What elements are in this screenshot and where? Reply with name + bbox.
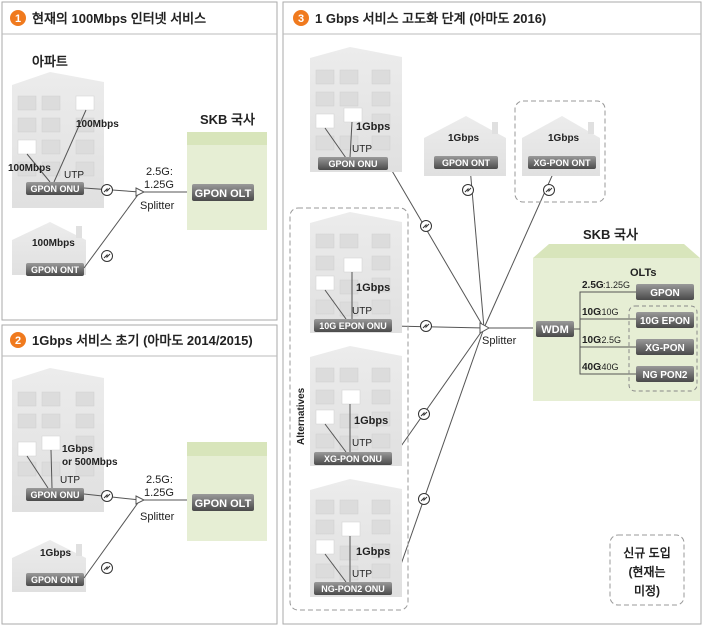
svg-text:or 500Mbps: or 500Mbps xyxy=(62,457,118,468)
svg-text:2.5G: 2.5G xyxy=(582,280,604,291)
svg-text:1Gbps: 1Gbps xyxy=(356,546,390,558)
p2-skb-central-office: GPON OLT xyxy=(187,442,267,541)
svg-text:1.25G: 1.25G xyxy=(144,487,174,499)
svg-text:1Gbps: 1Gbps xyxy=(40,548,72,559)
p3-olt-gpon: GPON xyxy=(650,288,679,299)
alternatives-box xyxy=(289,207,409,611)
panel-1-title: 1 현재의 100Mbps 인터넷 서비스 xyxy=(10,10,206,26)
p3-new-adoption-box-olt xyxy=(628,305,698,392)
svg-text:OLTs: OLTs xyxy=(630,267,656,279)
p3-building-xgpon: XG-PON ONU xyxy=(310,346,402,466)
p3-ngpon2-onu: NG-PON2 ONU xyxy=(321,584,385,594)
p3-fiber-icons xyxy=(418,184,555,505)
panel-3-title: 3 1 Gbps 서비스 고도화 단계 (아마도 2016) xyxy=(293,10,546,26)
svg-text:Splitter: Splitter xyxy=(140,511,175,523)
svg-text:미정): 미정) xyxy=(634,583,660,598)
svg-text:1Gbps: 1Gbps xyxy=(354,415,388,427)
p1-gpon-onu: GPON ONU xyxy=(30,184,79,194)
p2-gpon-ont: GPON ONT xyxy=(31,575,80,585)
svg-text:10G: 10G xyxy=(582,335,601,346)
svg-text:UTP: UTP xyxy=(352,144,372,155)
p3-olt-xgpon: XG-PON xyxy=(645,343,684,354)
svg-text:현재의 100Mbps 인터넷 서비스: 현재의 100Mbps 인터넷 서비스 xyxy=(32,11,206,26)
svg-text:Splitter: Splitter xyxy=(482,335,517,347)
svg-text:1Gbps: 1Gbps xyxy=(62,444,94,455)
p2-splitter xyxy=(135,495,146,505)
p3-building-gpon: GPON ONU xyxy=(310,47,402,172)
p3-olt-10g-epon: 10G EPON xyxy=(640,316,690,327)
svg-text:3: 3 xyxy=(298,13,304,25)
p3-gpon-ont: GPON ONT xyxy=(442,158,491,168)
p2-house: GPON ONT xyxy=(12,540,86,592)
svg-text:1Gbps: 1Gbps xyxy=(356,121,390,133)
svg-text:40G: 40G xyxy=(582,362,601,373)
p2-apartment-building: GPON ONU xyxy=(12,368,104,512)
p1-fiber-icon-2 xyxy=(101,250,113,262)
p3-xgpon-ont: XG-PON ONT xyxy=(533,158,591,168)
svg-text:1Gbps: 1Gbps xyxy=(356,282,390,294)
p3-splitter xyxy=(479,322,491,334)
svg-text:UTP: UTP xyxy=(64,170,84,181)
p1-splitter xyxy=(135,187,146,197)
p3-new-adoption-box-house xyxy=(514,100,606,203)
svg-text:SKB 국사: SKB 국사 xyxy=(583,227,638,242)
svg-text:2: 2 xyxy=(15,335,21,347)
p3-skb-central-office: SKB 국사 WDM OLTs 2.5G :1.25G 10G :10G 10G… xyxy=(533,227,700,401)
p3-olt-ngpon2: NG PON2 xyxy=(642,370,687,381)
svg-text:2.5G:: 2.5G: xyxy=(146,474,173,486)
apartment-building: GPON ONU xyxy=(12,72,104,208)
p3-xgpon-onu: XG-PON ONU xyxy=(324,454,382,464)
p1-fiber-icon-1 xyxy=(101,184,113,196)
svg-text:UTP: UTP xyxy=(352,306,372,317)
svg-text:SKB 국사: SKB 국사 xyxy=(200,112,255,127)
svg-text::1.25G: :1.25G xyxy=(603,280,630,290)
p1-house: GPON ONT xyxy=(12,222,86,276)
panel-2-title: 2 1Gbps 서비스 초기 (아마도 2014/2015) xyxy=(10,332,253,348)
svg-text::2.5G: :2.5G xyxy=(599,335,621,345)
p2-gpon-olt: GPON OLT xyxy=(195,498,252,510)
svg-text:UTP: UTP xyxy=(60,475,80,486)
svg-text::40G: :40G xyxy=(599,362,619,372)
apartment-label: 아파트 xyxy=(32,54,68,69)
svg-text:1Gbps: 1Gbps xyxy=(448,133,480,144)
svg-text:1.25G: 1.25G xyxy=(144,179,174,191)
svg-text:UTP: UTP xyxy=(352,569,372,580)
svg-text:100Mbps: 100Mbps xyxy=(76,119,119,130)
svg-text:100Mbps: 100Mbps xyxy=(8,163,51,174)
p2-gpon-onu: GPON ONU xyxy=(30,490,79,500)
svg-text:1 Gbps 서비스 고도화 단계 (아마도 2016): 1 Gbps 서비스 고도화 단계 (아마도 2016) xyxy=(315,11,546,26)
p1-gpon-ont: GPON ONT xyxy=(31,265,80,275)
p3-10g-epon-onu: 10G EPON ONU xyxy=(319,321,387,331)
alternatives-label: Alternatives xyxy=(296,387,307,445)
p3-house-gpon-ont: GPON ONT xyxy=(424,116,506,176)
svg-text:1Gbps 서비스 초기 (아마도 2014/2015): 1Gbps 서비스 초기 (아마도 2014/2015) xyxy=(32,333,253,348)
new-adoption-legend: 신규 도입 (현재는 미정) xyxy=(609,534,685,606)
p3-house-xgpon-ont: XG-PON ONT xyxy=(522,116,600,176)
svg-text:2.5G:: 2.5G: xyxy=(146,166,173,178)
p2-fiber-icon-2 xyxy=(101,562,113,574)
svg-text:UTP: UTP xyxy=(352,438,372,449)
p1-skb-central-office: SKB 국사 GPON OLT xyxy=(187,112,267,230)
svg-text:1Gbps: 1Gbps xyxy=(548,133,580,144)
svg-text:Splitter: Splitter xyxy=(140,200,175,212)
p3-building-10g-epon: 10G EPON ONU xyxy=(310,212,402,333)
svg-text:10G: 10G xyxy=(582,307,601,318)
svg-text:100Mbps: 100Mbps xyxy=(32,238,75,249)
svg-text:신규 도입: 신규 도입 xyxy=(623,545,671,560)
p3-gpon-onu: GPON ONU xyxy=(328,159,377,169)
svg-text:(현재는: (현재는 xyxy=(628,564,665,579)
svg-text:1: 1 xyxy=(15,13,21,25)
p3-wdm: WDM xyxy=(541,324,569,336)
p2-fiber-icon-1 xyxy=(101,490,113,502)
p3-building-ngpon2: NG-PON2 ONU xyxy=(310,479,402,597)
svg-text::10G: :10G xyxy=(599,307,619,317)
p1-gpon-olt: GPON OLT xyxy=(195,188,252,200)
